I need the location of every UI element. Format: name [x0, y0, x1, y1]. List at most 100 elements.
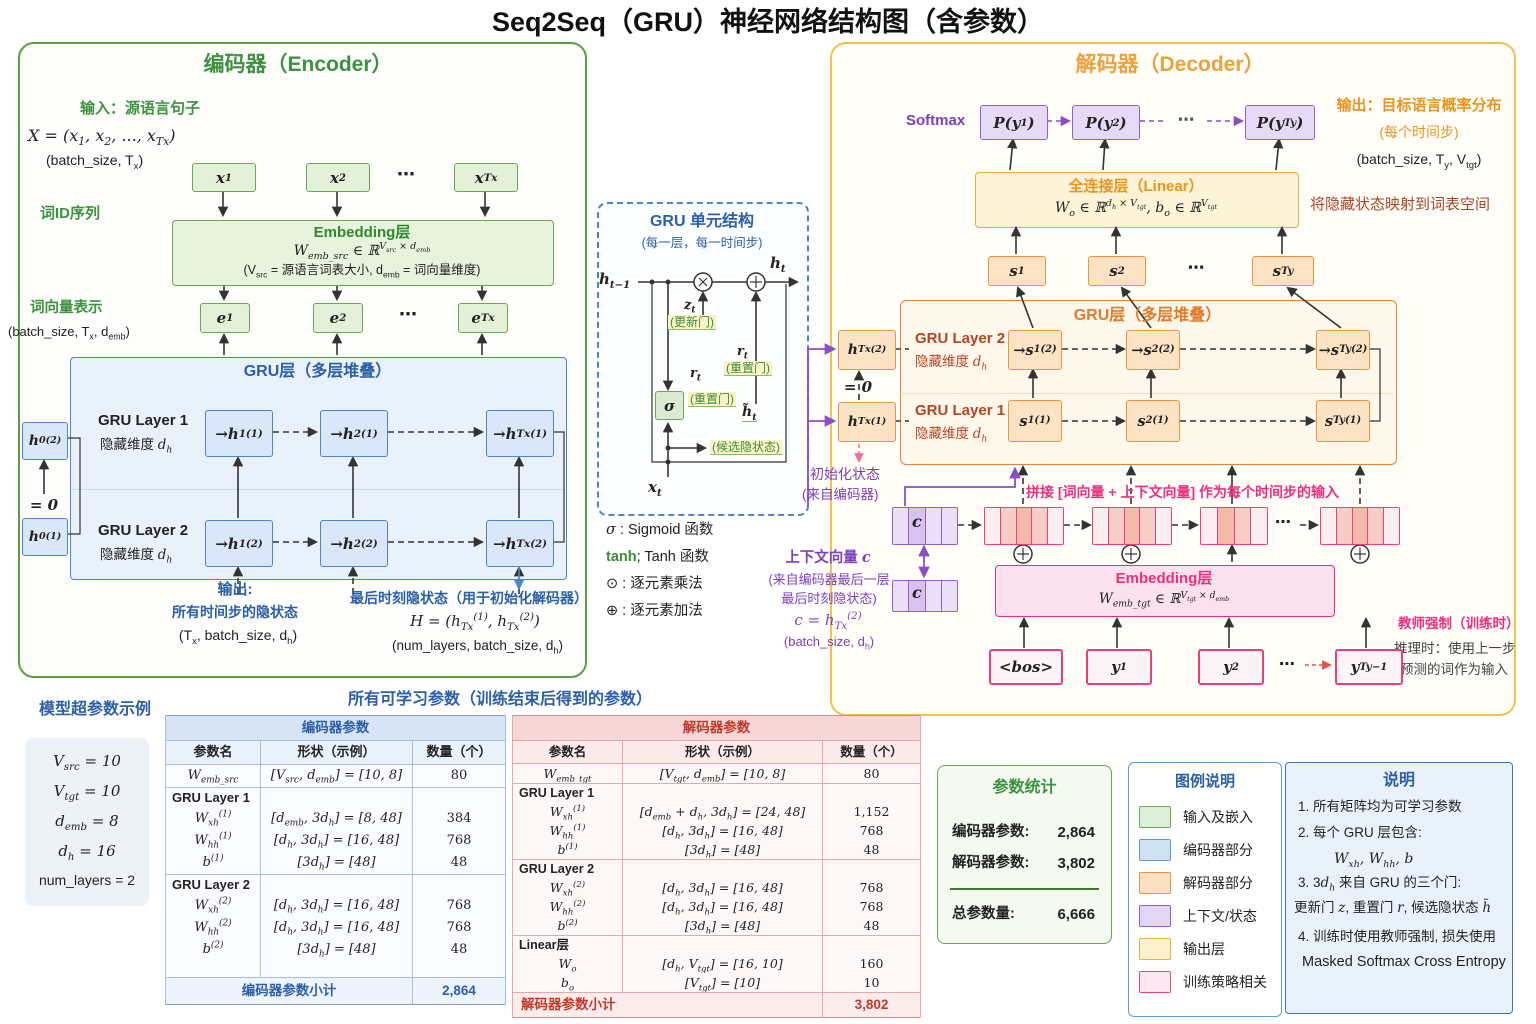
- encoder-final-formula: H = (hTx(1), hTx(2)): [410, 612, 540, 633]
- gru-legend-sigmoid: σ : Sigmoid 函数: [606, 522, 714, 538]
- decoder-table-title: 解码器参数: [511, 715, 922, 741]
- hyperparam-vsrc: Vsrc = 10: [53, 752, 121, 773]
- concat-vector-4: [1320, 507, 1400, 545]
- legend-title: 图例说明: [1174, 773, 1235, 790]
- cell: 768: [821, 897, 922, 916]
- cell: Whh(1): [512, 821, 623, 840]
- params-header: 所有可学习参数（训练结束后得到的参数）: [347, 691, 652, 708]
- context-note2: 最后时刻隐状态): [781, 591, 877, 606]
- r-gate-symbol-mid: rt: [690, 366, 701, 384]
- legend-label: 训练策略相关: [1183, 974, 1267, 990]
- encoder-final-label: 最后时刻隐状态（用于初始化解码器）: [350, 590, 588, 606]
- encoder-gru-divider: [72, 489, 563, 490]
- cell: 768: [411, 830, 507, 852]
- legend-label: 解码器部分: [1183, 875, 1253, 891]
- note-line-6: 4. 训练时使用教师强制, 损失使用: [1298, 929, 1497, 944]
- swatch-output: [1139, 938, 1171, 960]
- stats-decoder-label: 解码器参数:: [952, 855, 1030, 871]
- cell: [demb, 3dh] = [8, 48]: [260, 808, 413, 830]
- z-gate-symbol: zt: [684, 298, 696, 316]
- encoder-layer1-label: GRU Layer 1: [98, 412, 189, 429]
- stats-decoder-value: 3,802: [1057, 855, 1095, 872]
- hyperparam-dh: dh = 16: [58, 842, 116, 863]
- col-param: 参数名: [512, 740, 623, 764]
- cell: Wxh(1): [165, 808, 261, 830]
- cell: 48: [411, 939, 507, 961]
- group-label: GRU Layer 1: [165, 787, 261, 808]
- cell: 768: [411, 895, 507, 917]
- decoder-subtotal-label: 解码器参数小计: [512, 992, 823, 1018]
- decoder-gru-title: GRU层（多层堆叠）: [1073, 307, 1222, 324]
- encoder-layer1-dim: 隐藏维度 dh: [100, 437, 173, 456]
- encoder-output-shape: (Tx, batch_size, dh): [178, 627, 298, 647]
- decoder-gru-divider: [902, 393, 1393, 394]
- decoder-embedding-formula: Wemb_tgt ∈ ℝVtgt × demb: [1098, 589, 1230, 610]
- x-t-label: xt: [648, 478, 662, 499]
- encoder-layer2-dim: 隐藏维度 dh: [100, 547, 173, 566]
- col-count: 数量（个）: [821, 740, 922, 764]
- z-gate-label: (更新门): [668, 315, 716, 331]
- encoder-subtotal-value: 2,864: [411, 977, 507, 1005]
- cell: Wemb_tgt: [512, 763, 623, 784]
- col-param: 参数名: [165, 740, 261, 765]
- cell: [Vtgt, demb] = [10, 8]: [622, 763, 823, 784]
- stats-total-label: 总参数量:: [952, 906, 1015, 922]
- notes-box: 说明 1. 所有矩阵均为可学习参数 2. 每个 GRU 层包含: Wxh, Wh…: [1285, 762, 1513, 1014]
- cell: Whh(1): [165, 830, 261, 852]
- context-c-label-2: c: [912, 583, 922, 602]
- concat-vector-3: [1200, 507, 1268, 545]
- note-line-1: 1. 所有矩阵均为可学习参数: [1298, 799, 1462, 814]
- legend-item-input: 输入及嵌入: [1139, 806, 1281, 828]
- context-vector-box: c: [892, 507, 958, 545]
- cell: 768: [821, 878, 922, 897]
- init-state-label: 初始化状态: [810, 466, 880, 482]
- cell: [dh, 3dh] = [16, 48]: [260, 917, 413, 939]
- cell: 10: [821, 973, 922, 993]
- encoder-input-label: 输入：源语言句子: [80, 100, 201, 117]
- stats-title: 参数统计: [992, 779, 1057, 796]
- hyperparam-numlayers: num_layers = 2: [38, 872, 136, 888]
- col-shape: 形状（示例）: [260, 740, 413, 765]
- swatch-input: [1139, 806, 1171, 828]
- cell: [3dh] = [48]: [260, 939, 413, 961]
- encoder-embedding-formula: Wemb_src ∈ ℝVsrc × demb: [293, 241, 431, 262]
- group-label: Linear层: [512, 935, 623, 954]
- note-line-2: 2. 每个 GRU 层包含:: [1298, 825, 1422, 840]
- linear-title: 全连接层（Linear）: [1068, 178, 1204, 195]
- r-gate-label: (重置门): [724, 361, 772, 377]
- p-dots: ⋯: [1177, 110, 1195, 129]
- cell: [dh, 3dh] = [16, 48]: [260, 895, 413, 917]
- decoder-params-table: 解码器参数 参数名形状（示例）数量（个） Wemb_tgt[Vtgt, demb…: [511, 715, 922, 1018]
- cell: bo: [512, 973, 623, 993]
- strip-dots: ⋯: [1275, 514, 1291, 531]
- encoder-params-table: 编码器参数 参数名形状（示例）数量（个） Wemb_src[Vsrc, demb…: [164, 715, 507, 1005]
- s-dots: ⋯: [1187, 258, 1205, 277]
- encoder-wordid-label: 词ID序列: [40, 205, 101, 222]
- decoder-linear-layer: [975, 172, 1299, 228]
- context-note1: (来自编码器最后一层: [768, 572, 890, 587]
- cell: [dh, Vtgt] = [16, 10]: [622, 954, 823, 973]
- decoder-output-note: (每个时间步): [1379, 124, 1459, 140]
- encoder-final-shape: (num_layers, batch_size, dh): [392, 638, 563, 656]
- cell: 80: [411, 764, 507, 788]
- gru-legend-tanh: tanh; Tanh 函数: [606, 549, 709, 565]
- cell: [Vtgt] = [10]: [622, 973, 823, 993]
- cell: b(1): [512, 840, 623, 860]
- cell: 48: [821, 916, 922, 936]
- decoder-layer1-dim: 隐藏维度 dh: [915, 426, 988, 445]
- encoder-output-title: 输出:: [217, 581, 253, 598]
- e-dots: ⋯: [399, 304, 417, 324]
- x-dots: ⋯: [397, 164, 415, 184]
- legend-item-encoder: 编码器部分: [1139, 839, 1281, 861]
- concat-vector-2: [1092, 507, 1172, 545]
